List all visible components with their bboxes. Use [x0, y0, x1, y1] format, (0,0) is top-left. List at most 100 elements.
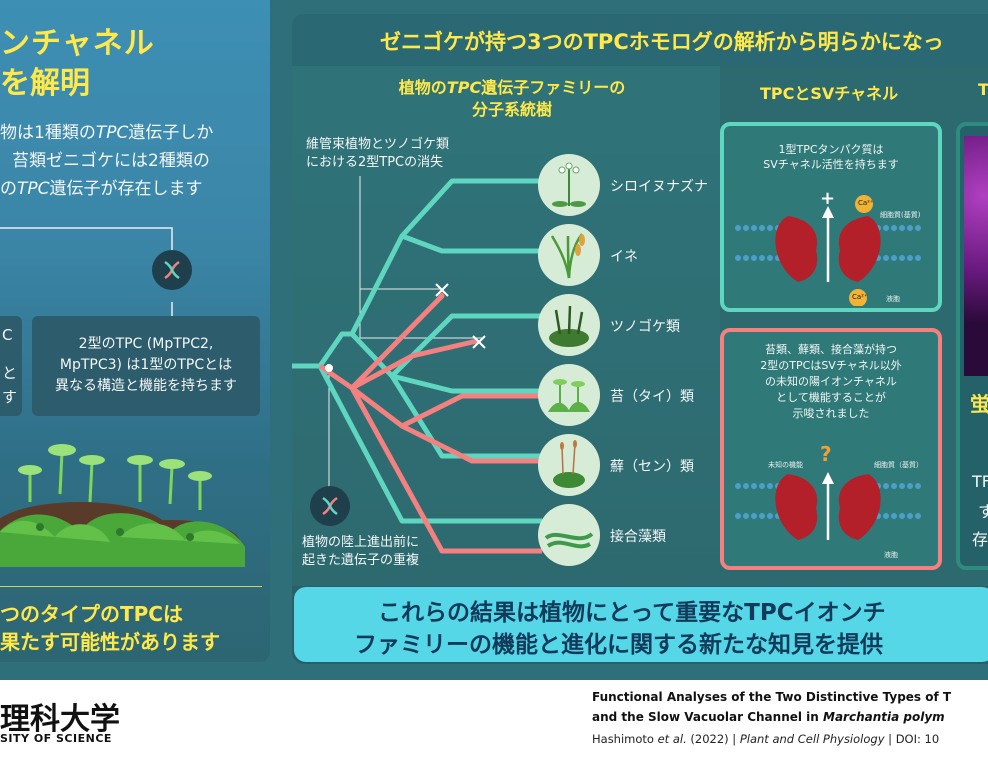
rice-icon — [538, 224, 600, 286]
left-panel: ンチャネル を解明 物は1種類のTPC遺伝子しか 苔類ゼニゴケには2種類の のT… — [0, 0, 270, 662]
sv-title: TPCとSVチャネル — [760, 84, 899, 103]
liverwort-illustration — [0, 444, 245, 567]
type1-frag-3: す — [2, 388, 18, 406]
conclusion-banner: これらの結果は植物にとって重要なTPCイオンチ ファミリーの機能と進化に関する新… — [294, 587, 988, 662]
species-charophyte: 接合藻類 — [610, 529, 666, 545]
left-desc-line1-b: 遺伝子しか — [128, 123, 214, 143]
ca-label-2: Ca²⁺ — [852, 293, 868, 301]
phylo-title-line2: 分子系統樹 — [471, 100, 552, 119]
vacuole-label-2: 液胞 — [884, 551, 898, 559]
charophyte-icon — [538, 504, 600, 566]
cite-year: (2022) | — [686, 732, 740, 746]
right-frag-1: 蛍 — [970, 392, 988, 416]
sv-channel-diagram — [735, 195, 921, 306]
card2-line2: 2型のTPCはSVチャネル以外 — [760, 359, 902, 372]
cytoplasm-label-1: 細胞質(基質) — [880, 211, 921, 219]
dup-label-line1: 植物の陸上進出前に — [302, 535, 420, 550]
cytoplasm-label-2: 細胞質（基質） — [874, 461, 923, 469]
left-desc-line3-b: 遺伝子が存在します — [49, 179, 203, 199]
left-divider — [0, 586, 262, 587]
phylo-title-b: 遺伝子ファミリーの — [481, 78, 626, 97]
main-header-text: ゼニゴケが持つ3つのTPCホモログの解析から明らかになっ — [380, 30, 944, 54]
plus-sign: + — [820, 188, 836, 209]
university-logo-sub: SITY OF SCIENCE — [0, 732, 112, 745]
cite-doi: | DOI: 10 — [884, 732, 940, 746]
cite-journal: Plant and Cell Physiology — [739, 732, 885, 746]
left-desc-line3: のTPC遺伝子が存在します — [0, 174, 203, 199]
question-mark: ? — [820, 442, 832, 466]
phylo-title-line1: 植物のTPC遺伝子ファミリーの — [362, 74, 662, 98]
infographic-canvas: ンチャネル を解明 物は1種類のTPC遺伝子しか 苔類ゼニゴケには2種類の のT… — [0, 0, 988, 680]
type2-line2: MpTPC3) は1型のTPCとは — [59, 357, 233, 373]
left-desc-line3-i: TPC — [17, 179, 50, 199]
type2-line3: 異なる構造と機能を持ちます — [55, 378, 237, 394]
citation: Hashimoto et al. (2022) | Plant and Cell… — [592, 732, 939, 746]
left-bottom-line2: 果たす可能性があります — [0, 630, 220, 654]
left-desc-line1-i: TPC — [95, 123, 129, 143]
type2-unknown-card: 苔類、蘚類、接合藻が持つ 2型のTPCはSVチャネル以外 の未知の陽イオンチャネ… — [720, 328, 942, 570]
type1-frag-2: と — [2, 364, 18, 382]
third-column-card: 蛍 TF す 存 — [956, 122, 988, 570]
paper-title-line2: and the Slow Vacuolar Channel in Marchan… — [592, 710, 945, 724]
cite-author: Hashimoto — [592, 732, 658, 746]
phylo-title-a: 植物の — [398, 78, 447, 97]
left-desc-line1: 物は1種類のTPC遺伝子しか — [0, 118, 213, 143]
card2-line4: として機能することが — [776, 391, 886, 404]
type1-frag-1: C — [2, 326, 13, 344]
right-frag-4: 存 — [972, 530, 988, 549]
split-connector — [0, 227, 173, 318]
loss-label-line2: における2型TPCの消失 — [306, 155, 444, 170]
footer: 理科大学 SITY OF SCIENCE Functional Analyses… — [0, 680, 988, 760]
type1-card: C と す — [0, 316, 22, 416]
species-liverwort: 苔（タイ）類 — [610, 389, 694, 405]
left-title-line1: ンチャネル — [0, 26, 155, 61]
loss-label-line1: 維管束植物とツノゴケ類 — [306, 137, 450, 152]
unknown-function-label: 未知の機能 — [768, 461, 803, 469]
unknown-channel-diagram — [735, 472, 921, 540]
left-desc-line1-a: 物は1種類の — [0, 123, 96, 143]
ca-label-1: Ca²⁺ — [858, 199, 874, 207]
hornwort-icon — [538, 294, 600, 356]
species-arabidopsis: シロイヌナズナ — [610, 179, 708, 195]
phylo-title-i: TPC — [446, 78, 482, 97]
main-panel: ゼニゴケが持つ3つのTPCホモログの解析から明らかになっ 植物のTPC遺伝子ファ… — [292, 14, 988, 664]
right-frag-2: TF — [972, 472, 988, 491]
type1-sv-card: 1型TPCタンパク質は SVチャネル活性を持ちます + Ca² — [720, 122, 942, 312]
left-desc-line3-a: の — [0, 179, 17, 199]
cite-etal: et al. — [657, 732, 687, 746]
third-title-fragment: T — [978, 80, 988, 99]
moss-icon — [538, 434, 600, 496]
species-moss: 蘚（セン）類 — [610, 459, 694, 475]
paper-title-line2-a: and the Slow Vacuolar Channel in — [592, 710, 823, 724]
species-rice: イネ — [610, 249, 638, 265]
main-header: ゼニゴケが持つ3つのTPCホモログの解析から明らかになっ — [292, 14, 988, 66]
card1-line2: SVチャネル活性を持ちます — [763, 158, 899, 171]
right-frag-3: す — [978, 502, 988, 521]
arabidopsis-icon — [538, 154, 600, 216]
card2-line5: 示唆されました — [792, 407, 870, 420]
card2-line1: 苔類、蘚類、接合藻が持つ — [765, 343, 897, 356]
left-desc-line2: 苔類ゼニゴケには2種類の — [12, 151, 210, 171]
vacuole-label-1: 液胞 — [886, 295, 900, 303]
left-title-line2: を解明 — [0, 66, 90, 101]
tpc-sv-section: TPCとSVチャネル T 1型TPCタンパク質は SVチャネル活性を持ちます — [720, 66, 988, 586]
left-bottom-line1: つのタイプのTPCは — [0, 602, 183, 626]
species-hornwort: ツノゴケ類 — [610, 319, 680, 335]
university-logo-text: 理科大学 — [0, 702, 120, 737]
fluorescence-image — [964, 136, 988, 376]
dup-label: 植物の陸上進出前に 起きた遺伝子の重複 — [302, 534, 419, 570]
card1-line1: 1型TPCタンパク質は — [778, 143, 884, 156]
phylogeny-section: 植物のTPC遺伝子ファミリーの 分子系統樹 維管束植物とツノゴケ類 における2型… — [292, 66, 720, 586]
loss-label: 維管束植物とツノゴケ類 における2型TPCの消失 — [306, 136, 449, 172]
paper-title-line1: Functional Analyses of the Two Distincti… — [592, 690, 952, 704]
liverwort-icon — [538, 364, 600, 426]
dna-icon — [152, 250, 192, 290]
dup-label-line2: 起きた遺伝子の重複 — [302, 553, 420, 568]
type2-card: 2型のTPC (MpTPC2, MpTPC3) は1型のTPCとは 異なる構造と… — [32, 316, 260, 416]
banner-line2: ファミリーの機能と進化に関する新たな知見を提供 — [354, 632, 883, 658]
banner-line1: これらの結果は植物にとって重要なTPCイオンチ — [378, 600, 886, 626]
dna-icon-duplication — [310, 486, 350, 526]
type2-line1: 2型のTPC (MpTPC2, — [78, 336, 214, 352]
phylo-tree — [292, 176, 542, 554]
paper-title-line2-i: Marchantia polym — [823, 710, 945, 724]
